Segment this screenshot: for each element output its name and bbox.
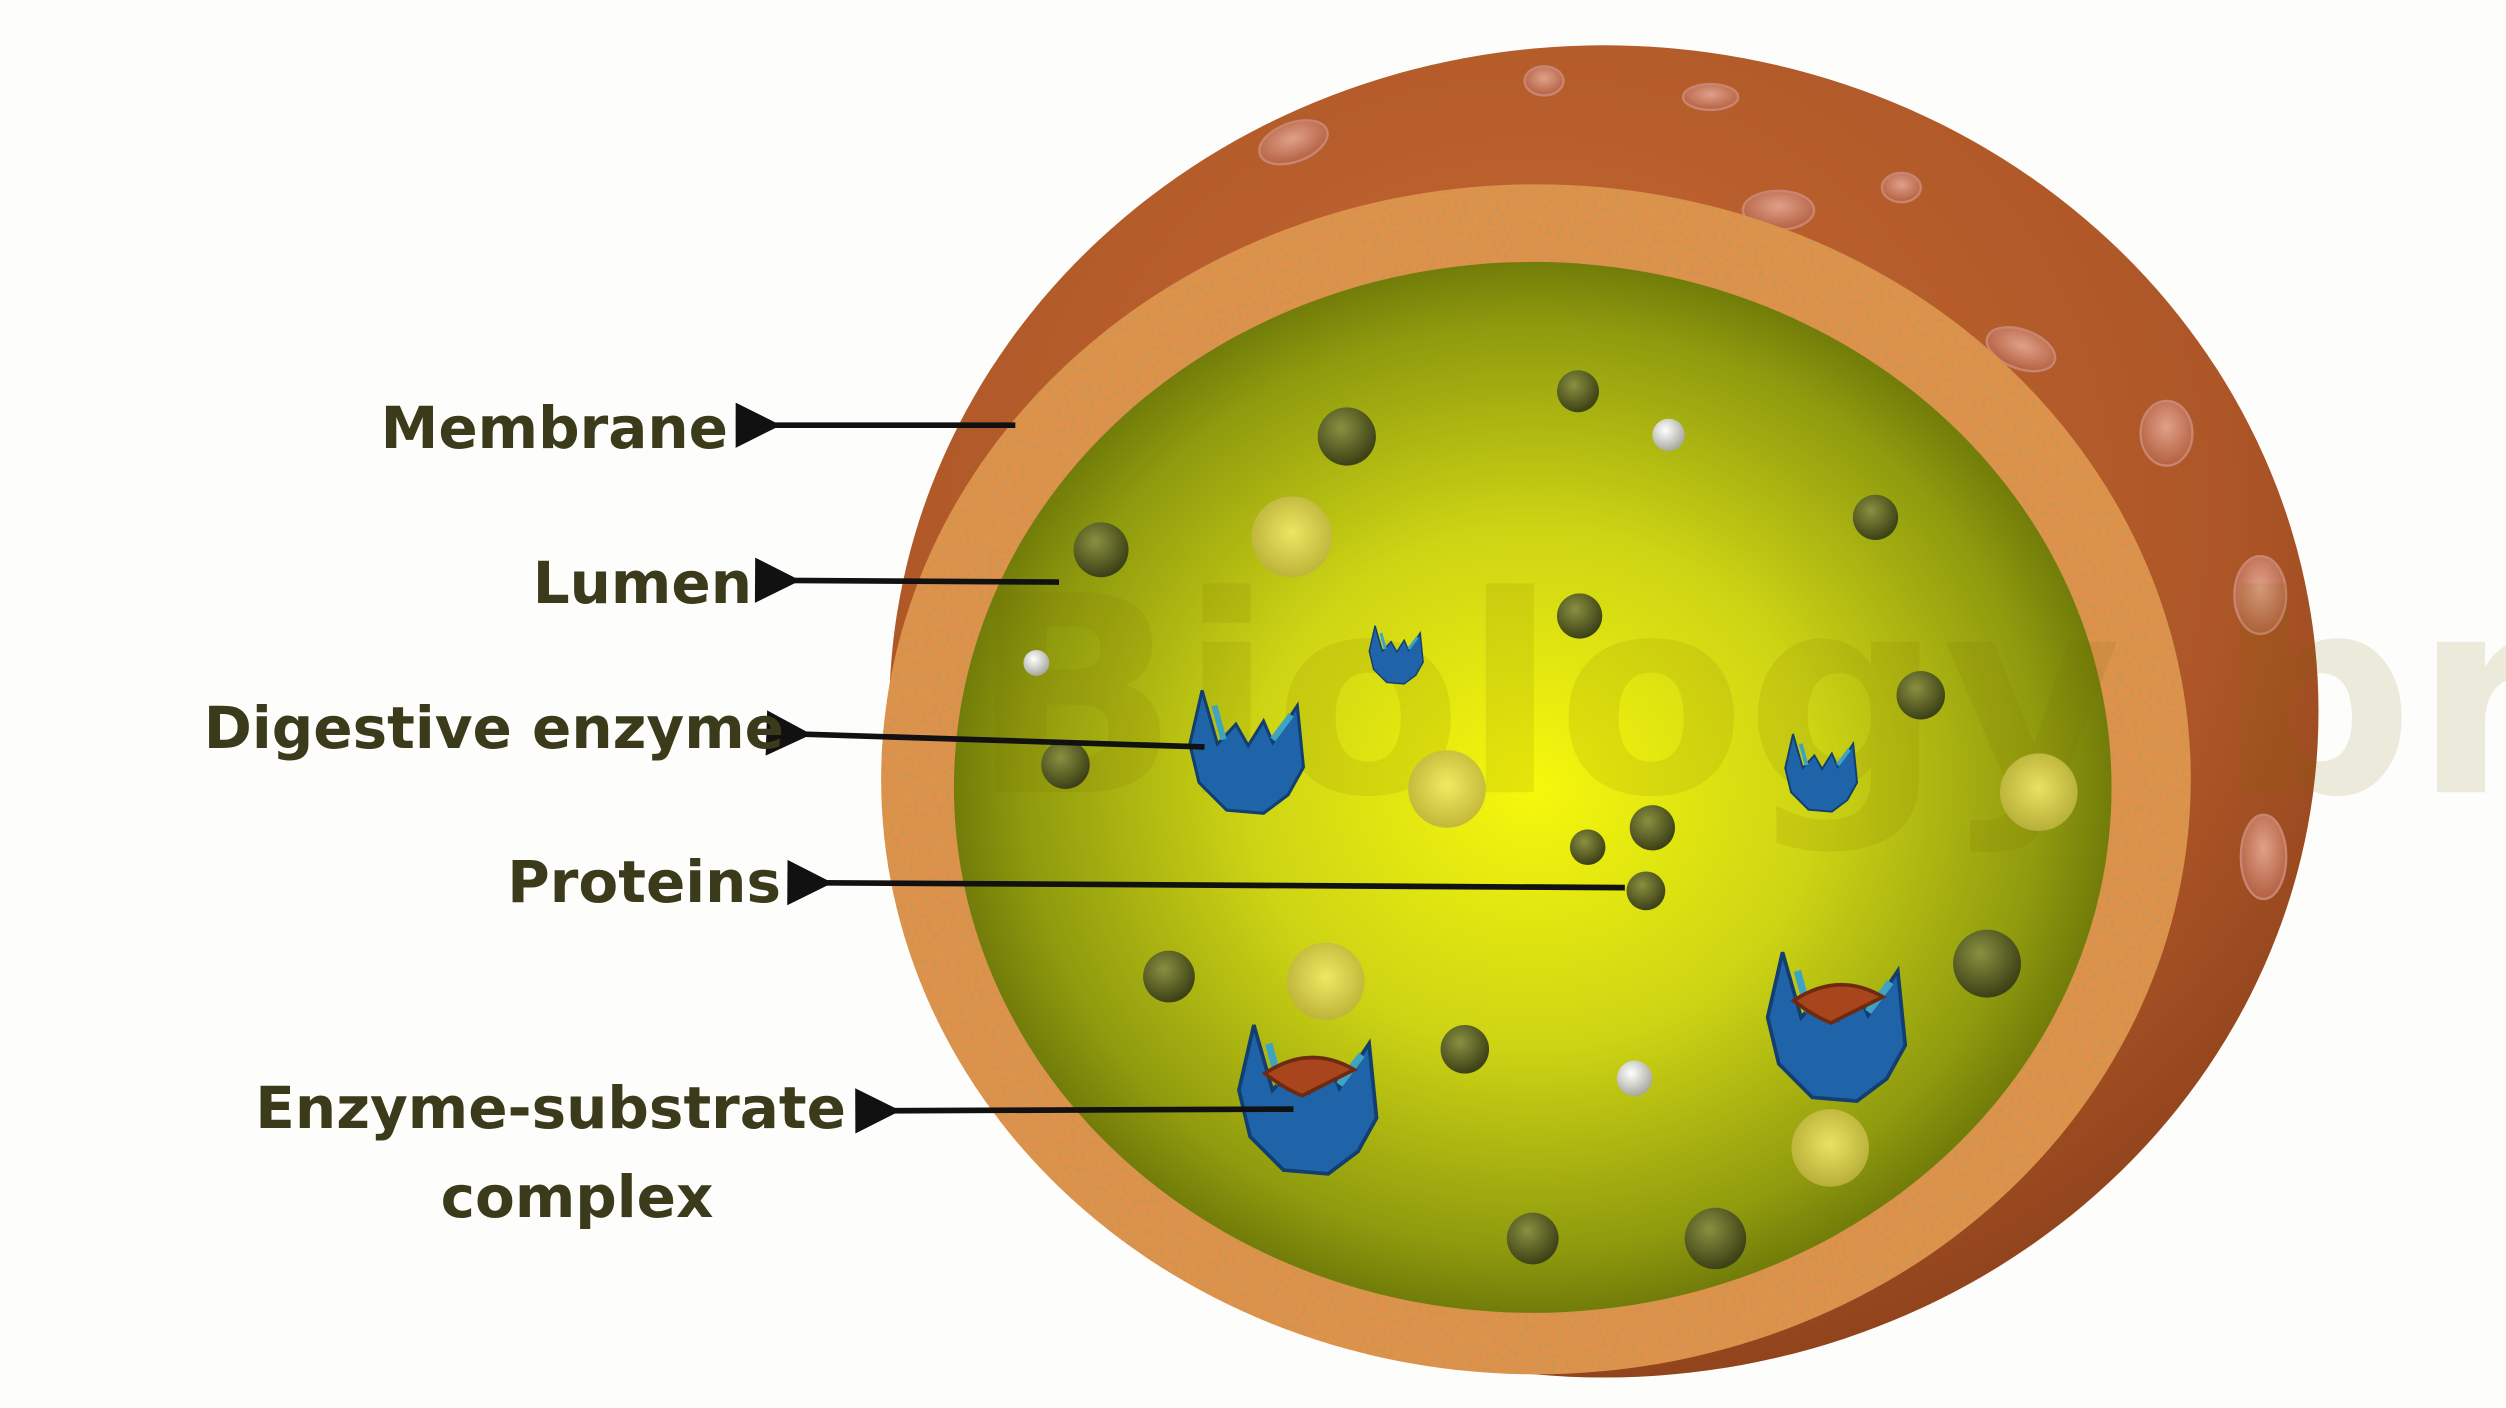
digestive-enzyme-arrow — [765, 710, 1205, 756]
membrane-pores — [1258, 65, 2288, 901]
labels: Membrane Lumen Digestive enzyme Proteins… — [204, 394, 846, 1231]
label-proteins: Proteins — [507, 848, 781, 916]
lumen-arrow — [754, 557, 1060, 603]
enzyme-substrate-arrow — [855, 1088, 1294, 1134]
vesicles — [1251, 496, 2078, 1187]
label-complex: complex — [441, 1163, 714, 1231]
label-digestive-enzyme: Digestive enzyme — [204, 694, 784, 762]
proteins — [1041, 370, 2022, 1270]
proteins-arrow — [787, 859, 1625, 906]
white-particles — [1023, 418, 1685, 1097]
label-membrane: Membrane — [381, 394, 728, 462]
label-enzyme-substrate: Enzyme-substrate — [255, 1074, 846, 1142]
enzyme-substrate-complexes — [1239, 952, 1905, 1174]
leader-lines — [735, 402, 1625, 1134]
label-lumen: Lumen — [533, 549, 752, 617]
